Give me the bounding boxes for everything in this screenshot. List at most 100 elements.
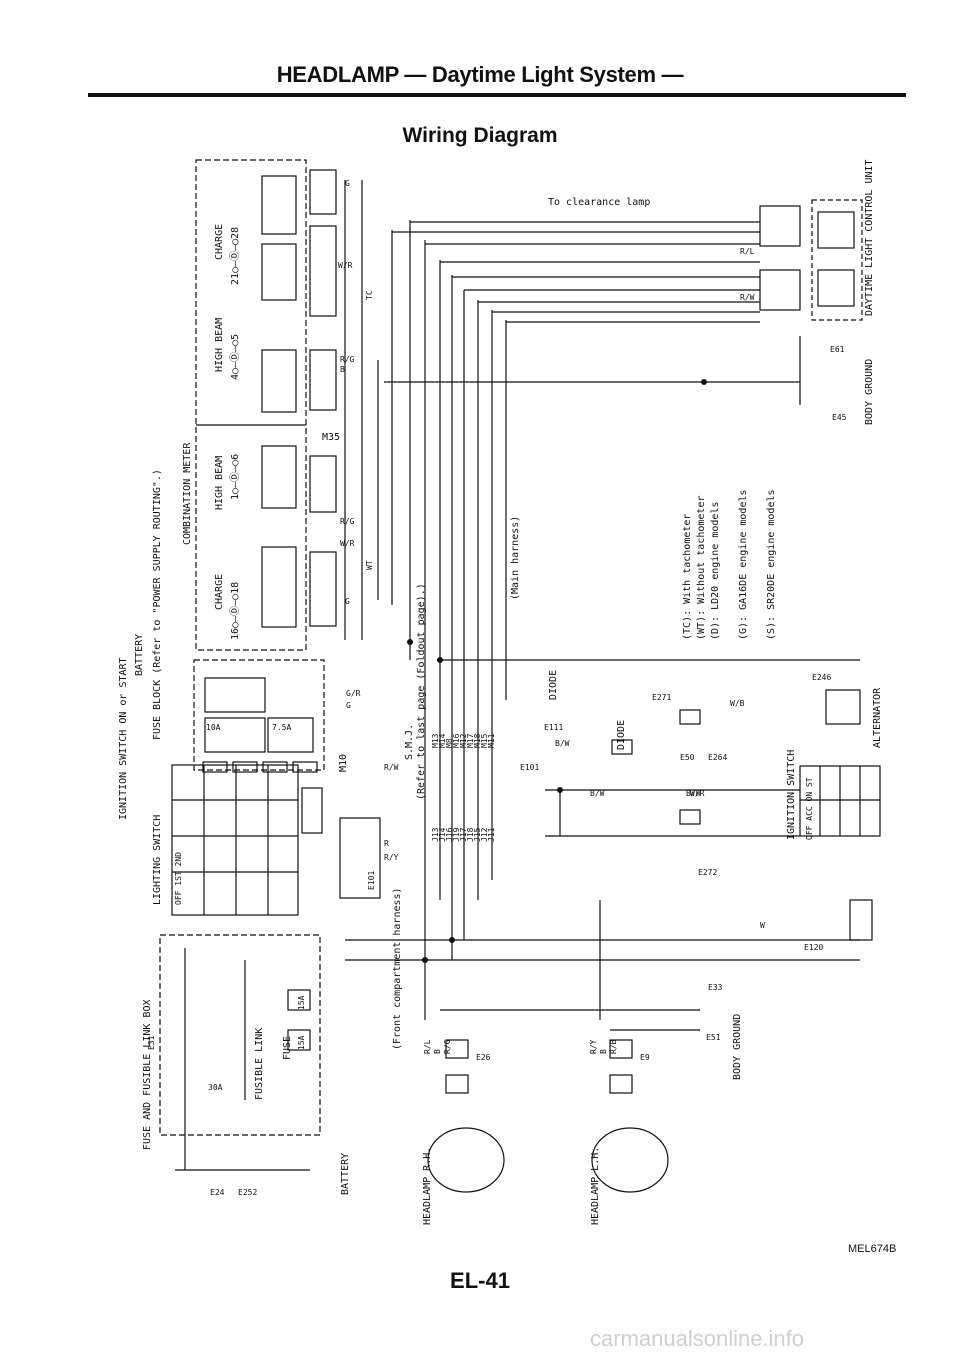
wt-label: WT — [365, 560, 374, 570]
smj-j-code-4: J17 — [459, 827, 468, 842]
wire-color-5: W/R — [340, 539, 355, 548]
diode-label-top: DIODE — [548, 670, 559, 700]
meter-high-left: HIGH BEAM — [214, 456, 225, 510]
wire-color-16: W/B — [730, 699, 745, 708]
wire-color-22: B — [599, 1049, 608, 1054]
wire-color-8: G — [346, 701, 351, 710]
page-number: EL-41 — [450, 1268, 510, 1293]
smj-j-code-2: J16 — [445, 827, 454, 842]
fuse-7-5a: 7.5A — [272, 723, 291, 732]
fusible-link-label: FUSIBLE LINK — [254, 1028, 265, 1100]
headlamp-lh — [591, 1127, 669, 1193]
smj-j-code-6: J15 — [473, 827, 482, 842]
battery-label: BATTERY — [134, 634, 145, 676]
legend-item-1: (WT): Without tachometer — [696, 496, 707, 641]
wire-color-20: R/G — [443, 1039, 452, 1054]
meter-connector-8 — [309, 349, 337, 411]
ignition-switch-columns: OFF ACC ON ST — [805, 777, 814, 840]
legend-item-0: (TC): With tachometer — [682, 514, 693, 640]
front-harness-label: (Front compartment harness) — [392, 887, 403, 1050]
lighting-switch-connector — [301, 787, 323, 834]
connector-e271: E271 — [652, 693, 671, 702]
connector-e26: E26 — [476, 1053, 491, 1062]
diagram-subtitle: Wiring Diagram — [402, 124, 558, 147]
connector-m10: M10 — [338, 754, 349, 772]
wire-color-15: W/R — [690, 789, 705, 798]
smj-j-code-3: J19 — [452, 827, 461, 842]
meter-connector-6 — [309, 169, 337, 215]
wire-color-18: R/L — [423, 1039, 432, 1054]
meter-connector-10 — [309, 551, 337, 627]
wire-color-11: R/Y — [384, 853, 399, 862]
connector-m35: M35 — [322, 432, 340, 443]
wire-color-2: R/G — [340, 355, 355, 364]
wire-color-24: R/L — [740, 247, 755, 256]
control-unit-connector-bottom — [759, 269, 801, 311]
lighting-switch-columns: OFF 1ST 2ND — [174, 852, 183, 905]
connector-e120: E120 — [804, 943, 823, 952]
ignition-switch-label: IGNITION SWITCH ON or START — [118, 657, 129, 820]
meter-connector-2 — [261, 243, 297, 301]
tc-label: TC — [365, 290, 374, 300]
wire-color-1: W/R — [338, 261, 353, 270]
meter-connector-5 — [261, 546, 297, 628]
wire-color-9: R/W — [384, 763, 399, 772]
legend-item-4: (S): SR20DE engine models — [766, 489, 777, 640]
daytime-light-control-unit-label: DAYTIME LIGHT CONTROL UNIT — [864, 159, 875, 316]
connector-e61: E61 — [830, 345, 845, 354]
smj-m-code-0: M13 — [431, 733, 440, 748]
alternator-label: ALTERNATOR — [872, 687, 883, 748]
connector-e272: E272 — [698, 868, 717, 877]
fusible-30a: 30A — [208, 1083, 223, 1092]
connector-e111: E111 — [544, 723, 563, 732]
control-unit-body — [811, 199, 863, 321]
meter-charge-left-pins: 16○—Ⓓ—○18 — [229, 582, 241, 640]
wire-color-19: B — [433, 1049, 442, 1054]
smj-m-code-4: M12 — [459, 733, 468, 748]
meter-high-right: HIGH BEAM — [214, 318, 225, 372]
watermark: carmanualsonline.info — [590, 1326, 805, 1351]
connector-e24: E24 — [210, 1188, 225, 1197]
connector-e101: E101 — [520, 763, 539, 772]
meter-connector-9 — [309, 455, 337, 513]
connector-e264: E264 — [708, 753, 727, 762]
fusible-link-box — [159, 934, 321, 1136]
wire-color-13: B/W — [590, 789, 605, 798]
body-ground-top-label: BODY GROUND — [864, 359, 875, 425]
wire-color-3: B — [340, 365, 345, 374]
wire-color-25: R/W — [740, 293, 755, 302]
fusible-box-label: FUSE AND FUSIBLE LINK BOX — [142, 999, 153, 1150]
smj-j-code-5: J18 — [466, 827, 475, 842]
wire-color-7: G/R — [346, 689, 361, 698]
diode-label-mid: DIODE — [616, 720, 627, 750]
page-title: HEADLAMP — Daytime Light System — — [276, 62, 684, 87]
connector-e9: E9 — [640, 1053, 650, 1062]
combination-meter-title: COMBINATION METER — [182, 442, 193, 545]
meter-charge-left: CHARGE — [214, 574, 225, 610]
smj-m-code-3: M16 — [452, 733, 461, 748]
lighting-switch-label: LIGHTING SWITCH — [152, 815, 163, 905]
headlamp-rh — [427, 1127, 505, 1193]
wire-color-4: R/G — [340, 517, 355, 526]
smj-j-code-8: J11 — [487, 827, 496, 842]
smj-m-code-6: M18 — [473, 733, 482, 748]
smj-j-code-1: J14 — [438, 827, 447, 842]
meter-high-right-pins: 4○—Ⓓ—○5 — [229, 334, 241, 380]
meter-connector-4 — [261, 445, 297, 509]
fuse-15a-a: 15A — [297, 995, 306, 1010]
headlamp-lh-label: HEADLAMP L.H. — [590, 1147, 601, 1225]
smj-j-code-7: J12 — [480, 827, 489, 842]
meter-connector-3 — [261, 349, 297, 413]
lighting-switch-table — [171, 764, 299, 916]
smj-m-code-8: M11 — [487, 733, 496, 748]
connector-e246: E246 — [812, 673, 831, 682]
connector-e252: E252 — [238, 1188, 257, 1197]
fuse-block-label: FUSE BLOCK (Refer to "POWER SUPPLY ROUTI… — [152, 469, 163, 740]
battery-bottom-label: BATTERY — [340, 1153, 351, 1195]
combination-meter-frame — [195, 159, 307, 651]
smj-m-code-5: M17 — [466, 733, 475, 748]
wire-color-21: R/Y — [589, 1039, 598, 1054]
wire-color-6: G — [345, 597, 350, 606]
